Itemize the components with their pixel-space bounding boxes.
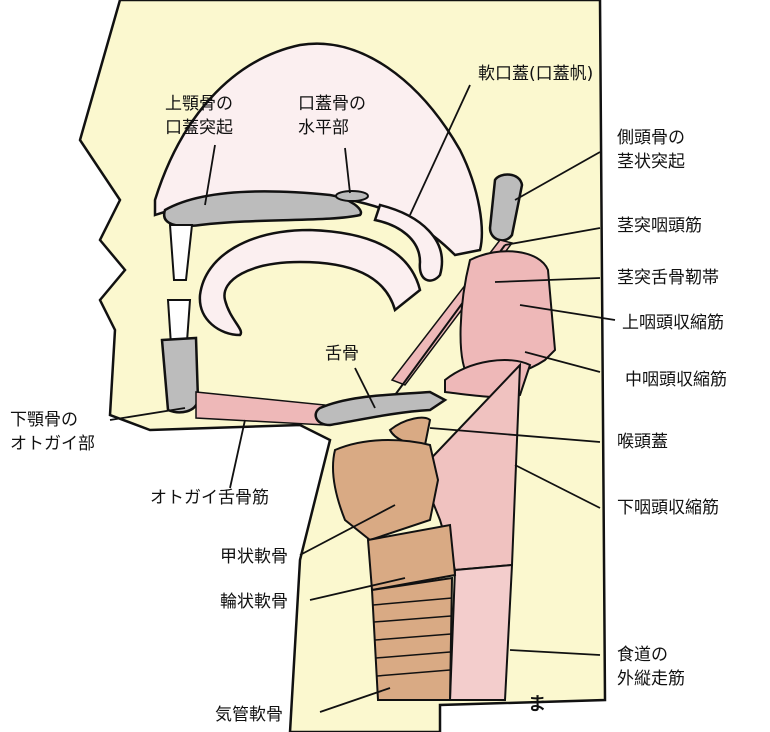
label-mandible-mental: 下顎骨の オトガイ部 — [10, 408, 95, 456]
artist-signature: ま — [528, 690, 546, 716]
label-esophagus-longitudinal: 食道の 外縦走筋 — [617, 643, 685, 691]
esophagus — [450, 565, 512, 700]
label-soft-palate: 軟口蓋(口蓋帆) — [478, 62, 593, 86]
label-tracheal-cartilage: 気管軟骨 — [215, 703, 283, 727]
label-inferior-constrictor: 下咽頭収縮筋 — [617, 496, 719, 520]
label-hyoid: 舌骨 — [325, 342, 359, 366]
label-cricoid-cartilage: 輪状軟骨 — [220, 590, 288, 614]
label-maxilla-palatine-process: 上顎骨の 口蓋突起 — [165, 92, 233, 140]
mandible-bone — [162, 338, 198, 412]
label-geniohyoid: オトガイ舌骨筋 — [150, 486, 269, 510]
label-thyroid-cartilage: 甲状軟骨 — [220, 545, 288, 569]
label-superior-constrictor: 上咽頭収縮筋 — [622, 311, 724, 335]
label-stylopharyngeus: 茎突咽頭筋 — [617, 214, 702, 238]
palatine-bone — [336, 191, 368, 201]
label-styloid-process: 側頭骨の 茎状突起 — [617, 126, 685, 174]
label-middle-constrictor: 中咽頭収縮筋 — [625, 368, 727, 392]
label-epiglottis: 喉頭蓋 — [617, 430, 668, 454]
label-palatine-horizontal-plate: 口蓋骨の 水平部 — [298, 92, 366, 140]
label-stylohyoid-ligament: 茎突舌骨靭帯 — [617, 266, 719, 290]
